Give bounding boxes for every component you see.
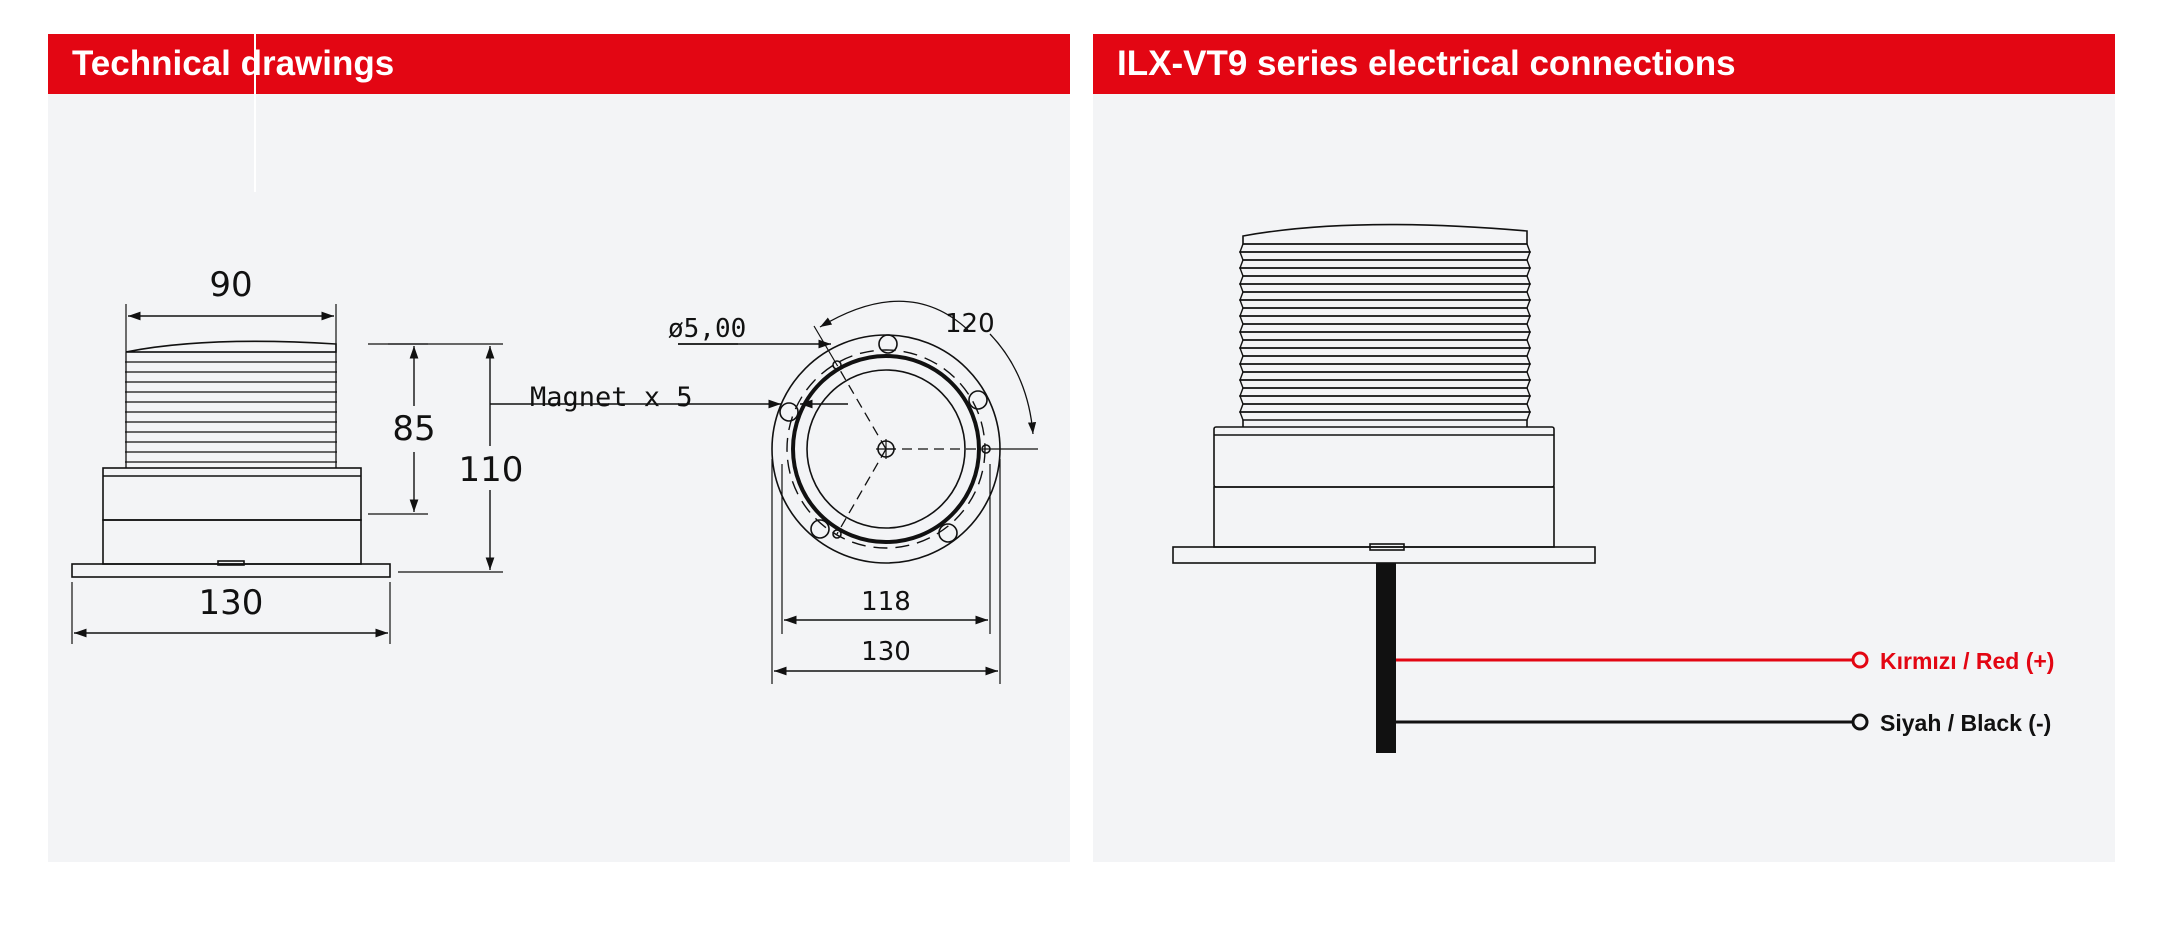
electrical-connections-title: ILX-VT9 series electrical connections [1117,44,1736,83]
housing-ring [791,354,981,544]
magnet [878,334,898,354]
beacon-side-view [1172,223,1596,564]
magnet [968,390,988,410]
side-view [71,304,503,644]
dim-hole-diameter: ø5,00 [668,314,746,344]
lens-tiers [1238,243,1532,421]
plan-view [490,300,1038,684]
magnet [810,519,830,539]
dim-base-width: 130 [199,583,264,623]
dim-inner-diameter: 118 [861,587,911,617]
electrical-connections-panel: ILX-VT9 series electrical connections [1093,34,2115,862]
magnet [938,523,958,543]
technical-drawing-svg: 90 130 85 110 [71,265,1038,684]
electrical-connections-header: ILX-VT9 series electrical connections [1093,34,2115,94]
magnet-label: Magnet x 5 [530,382,693,413]
black-terminal-icon [1851,713,1869,731]
dim-angle: 120 [945,309,995,339]
red-wire-label: Kırmızı / Red (+) [1880,648,2054,674]
technical-drawings-title: Technical drawings [72,44,395,83]
cable [1376,563,1396,753]
dim-lens-height: 85 [392,409,435,449]
black-wire-label: Siyah / Black (-) [1880,710,2051,736]
dim-total-height: 110 [459,450,524,490]
header-divider [254,34,256,192]
lens-ring [806,369,966,529]
lens-ribs [125,351,337,468]
dim-outer-diameter: 130 [861,637,911,667]
technical-drawings-panel: Technical drawings [48,34,1070,862]
dim-top-width: 90 [209,265,252,305]
technical-drawings-header: Technical drawings [48,34,1070,192]
electrical-drawing-svg: Kırmızı / Red (+) Siyah / Black (-) [1172,223,2054,753]
magnet [779,402,799,422]
red-terminal-icon [1851,651,1869,669]
